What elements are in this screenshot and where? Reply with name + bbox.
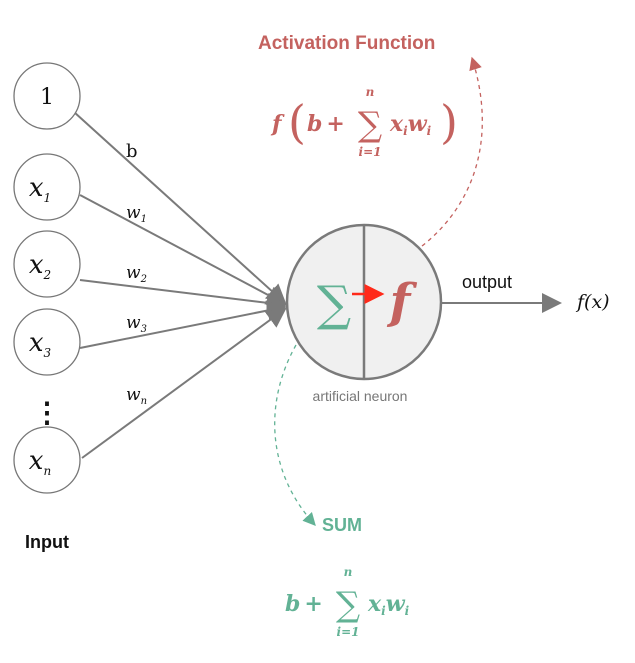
weight-b: b xyxy=(126,141,138,162)
input-label-x1: x1 xyxy=(29,173,51,205)
output-result: f(x) xyxy=(575,291,610,313)
svg-text:): ) xyxy=(440,95,458,149)
weight-w3: w3 xyxy=(126,313,147,335)
sum-formula: b+ ∑ n i=1 xiwi xyxy=(285,565,410,639)
activation-title: Activation Function xyxy=(258,33,435,54)
line-bias xyxy=(73,111,287,305)
svg-text:∑: ∑ xyxy=(336,585,360,625)
line-xn xyxy=(81,307,287,459)
svg-text:b+: b+ xyxy=(307,111,345,137)
input-node-x2 xyxy=(13,230,81,298)
input-nodes xyxy=(13,62,81,494)
ellipsis-dots: ⋮ xyxy=(33,396,61,429)
sum-dashed-arrow xyxy=(274,344,316,526)
input-label-xn: xn xyxy=(29,446,51,478)
weight-w1: w1 xyxy=(126,203,147,225)
weight-lines xyxy=(73,111,287,459)
input-label-x2: x2 xyxy=(29,250,51,282)
neuron-sigma: ∑ xyxy=(317,276,351,332)
input-node-x1 xyxy=(13,153,81,221)
svg-text:n: n xyxy=(366,85,375,99)
svg-text:xiwi: xiwi xyxy=(389,111,432,138)
svg-text:i=1: i=1 xyxy=(337,625,360,639)
svg-text:n: n xyxy=(344,565,353,579)
line-x3 xyxy=(79,300,287,349)
input-label-bias: 1 xyxy=(40,85,54,110)
svg-text:xiwi: xiwi xyxy=(367,591,410,618)
line-x1 xyxy=(79,194,287,305)
input-label-x3: x3 xyxy=(29,328,52,360)
line-x2 xyxy=(79,279,287,313)
input-node-xn xyxy=(13,426,81,494)
svg-text:(: ( xyxy=(288,95,306,149)
activation-dashed-arrow xyxy=(421,56,483,247)
weight-w2: w2 xyxy=(126,263,147,285)
svg-text:∑: ∑ xyxy=(358,105,382,145)
artificial-neuron: ∑ f xyxy=(285,223,443,381)
svg-text:i=1: i=1 xyxy=(359,145,382,159)
input-node-x3 xyxy=(13,308,81,376)
svg-text:f: f xyxy=(270,111,285,137)
input-node-bias xyxy=(13,62,81,130)
svg-text:b+: b+ xyxy=(285,591,323,617)
output-label: output xyxy=(462,272,512,292)
weight-wn: wn xyxy=(126,385,147,407)
neuron-label: artificial neuron xyxy=(313,388,408,404)
sum-title: SUM xyxy=(322,515,362,535)
input-heading: Input xyxy=(25,532,69,552)
activation-formula: f ( b+ ∑ n i=1 xiwi ) xyxy=(270,85,458,159)
